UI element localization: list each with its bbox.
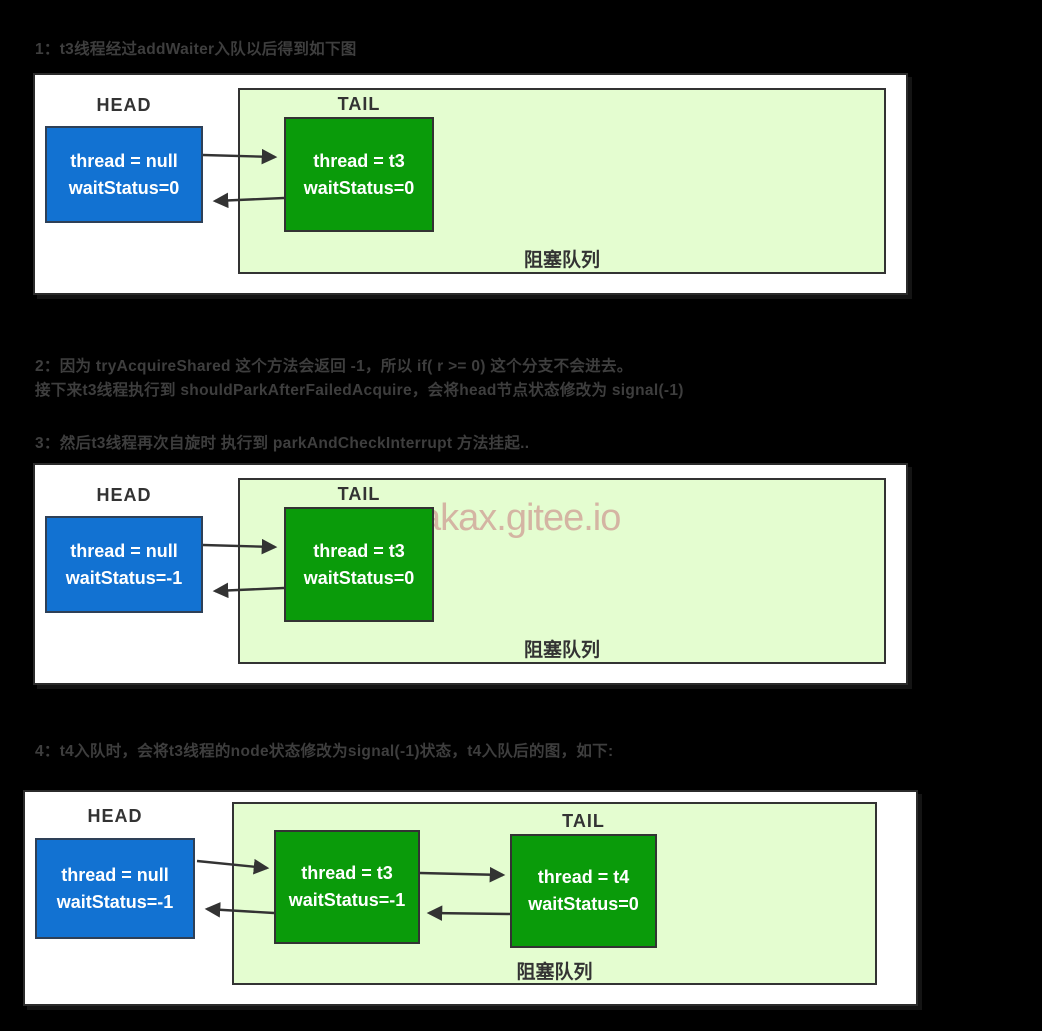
diagram-step4: HEAD TAIL thread = null waitStatus=-1 th… bbox=[23, 790, 918, 1006]
head-label: HEAD bbox=[96, 95, 152, 115]
t3-node-waitstatus: waitStatus=0 bbox=[303, 177, 415, 198]
head-node-thread: thread = null bbox=[61, 864, 169, 885]
t4-node: thread = t4 waitStatus=0 bbox=[510, 834, 657, 948]
head-label: HEAD bbox=[96, 485, 152, 505]
blocking-queue-label: 阻塞队列 bbox=[523, 640, 600, 661]
head-node: thread = null waitStatus=0 bbox=[45, 126, 203, 223]
t4-node-thread: thread = t4 bbox=[537, 867, 630, 887]
tail-label: TAIL bbox=[337, 94, 381, 114]
blocking-queue-label: 阻塞队列 bbox=[516, 962, 593, 983]
heading-step3: 3：然后t3线程再次自旋时 执行到 parkAndCheckInterrupt … bbox=[35, 435, 530, 452]
head-node: thread = null waitStatus=-1 bbox=[45, 516, 203, 613]
head-node-waitstatus: waitStatus=-1 bbox=[56, 891, 174, 912]
tail-label: TAIL bbox=[337, 484, 381, 504]
head-label: HEAD bbox=[87, 806, 143, 826]
t3-node-thread: thread = t3 bbox=[313, 150, 405, 171]
t3-node: thread = t3 waitStatus=-1 bbox=[274, 830, 420, 944]
head-node-waitstatus: waitStatus=-1 bbox=[65, 567, 183, 588]
diagram-step3: yakax.gitee.io HEAD TAIL thread = null w… bbox=[33, 463, 908, 685]
heading-step2-line2: 接下来t3线程执行到 shouldParkAfterFailedAcquire，… bbox=[35, 382, 684, 399]
blocking-queue-label: 阻塞队列 bbox=[523, 250, 600, 271]
head-node-thread: thread = null bbox=[70, 540, 178, 561]
t3-node: thread = t3 waitStatus=0 bbox=[284, 507, 434, 622]
diagram-step1: HEAD TAIL thread = null waitStatus=0 thr… bbox=[33, 73, 908, 295]
t3-node-thread: thread = t3 bbox=[301, 863, 393, 883]
tail-label: TAIL bbox=[562, 811, 605, 831]
head-node-thread: thread = null bbox=[70, 150, 178, 171]
head-node: thread = null waitStatus=-1 bbox=[35, 838, 195, 939]
heading-step1: 1：t3线程经过addWaiter入队以后得到如下图 bbox=[35, 41, 357, 58]
t4-node-waitstatus: waitStatus=0 bbox=[528, 894, 639, 914]
heading-step2-line1: 2：因为 tryAcquireShared 这个方法会返回 -1，所以 if( … bbox=[35, 358, 633, 375]
t3-node-waitstatus: waitStatus=-1 bbox=[288, 890, 406, 910]
heading-step4: 4：t4入队时，会将t3线程的node状态修改为signal(-1)状态，t4入… bbox=[35, 743, 614, 760]
t3-node: thread = t3 waitStatus=0 bbox=[284, 117, 434, 232]
head-node-waitstatus: waitStatus=0 bbox=[68, 177, 180, 198]
watermark-text: yakax.gitee.io bbox=[402, 497, 621, 539]
t3-node-waitstatus: waitStatus=0 bbox=[303, 567, 415, 588]
t3-node-thread: thread = t3 bbox=[313, 540, 405, 561]
